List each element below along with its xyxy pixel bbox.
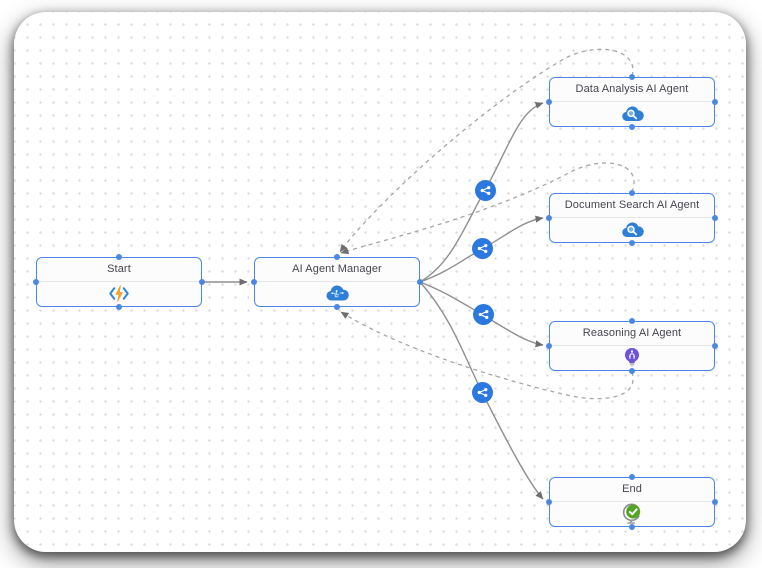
- edge-data-analysis-to-manager: [339, 48, 634, 253]
- handoff-icon[interactable]: [475, 180, 496, 201]
- node-body: [37, 282, 201, 305]
- node-end[interactable]: End: [546, 474, 718, 530]
- connector-bottom[interactable]: [629, 124, 635, 130]
- workflow-canvas[interactable]: Start AI Agent Manager: [14, 12, 746, 552]
- connector-right[interactable]: [712, 343, 718, 349]
- agent-brain-cloud-icon: [324, 284, 350, 303]
- node-document-search-agent[interactable]: Document Search AI Agent: [546, 190, 718, 246]
- connector-left[interactable]: [546, 499, 552, 505]
- connector-bottom[interactable]: [629, 524, 635, 530]
- cloud-search-icon: [620, 221, 645, 239]
- node-data-analysis-agent[interactable]: Data Analysis AI Agent: [546, 74, 718, 130]
- cloud-search-icon: [620, 105, 645, 123]
- lightning-code-icon: [107, 284, 131, 303]
- node-title: Data Analysis AI Agent: [550, 78, 714, 102]
- node-body: [550, 346, 714, 369]
- node-title: AI Agent Manager: [255, 258, 419, 282]
- connector-right[interactable]: [712, 215, 718, 221]
- node-reasoning-agent[interactable]: Reasoning AI Agent: [546, 318, 718, 374]
- connector-left[interactable]: [546, 99, 552, 105]
- connector-top[interactable]: [116, 254, 122, 260]
- node-title: Reasoning AI Agent: [550, 322, 714, 346]
- node-ai-agent-manager[interactable]: AI Agent Manager: [251, 254, 423, 310]
- end-check-icon: [621, 503, 643, 525]
- connector-right[interactable]: [712, 99, 718, 105]
- handoff-icon[interactable]: [473, 304, 494, 325]
- node-body: [550, 502, 714, 525]
- connector-left[interactable]: [33, 279, 39, 285]
- node-title: Start: [37, 258, 201, 282]
- node-body: [550, 102, 714, 125]
- node-title: End: [550, 478, 714, 502]
- connector-right[interactable]: [712, 499, 718, 505]
- handoff-icon[interactable]: [472, 238, 493, 259]
- connector-bottom[interactable]: [629, 240, 635, 246]
- connector-bottom[interactable]: [116, 304, 122, 310]
- connector-right[interactable]: [199, 279, 205, 285]
- connector-left[interactable]: [546, 343, 552, 349]
- connector-right[interactable]: [417, 279, 423, 285]
- node-start[interactable]: Start: [33, 254, 205, 310]
- connector-bottom[interactable]: [629, 368, 635, 374]
- connector-top[interactable]: [629, 318, 635, 324]
- node-title: Document Search AI Agent: [550, 194, 714, 218]
- handoff-icon[interactable]: [472, 382, 493, 403]
- edge-reasoning-to-manager: [340, 311, 634, 400]
- connector-top[interactable]: [334, 254, 340, 260]
- connector-left[interactable]: [251, 279, 257, 285]
- node-body: [550, 218, 714, 241]
- connector-left[interactable]: [546, 215, 552, 221]
- connector-top[interactable]: [629, 74, 635, 80]
- connector-top[interactable]: [629, 190, 635, 196]
- node-body: [255, 282, 419, 305]
- connector-top[interactable]: [629, 474, 635, 480]
- connector-bottom[interactable]: [334, 304, 340, 310]
- reasoning-bulb-icon: [623, 347, 641, 368]
